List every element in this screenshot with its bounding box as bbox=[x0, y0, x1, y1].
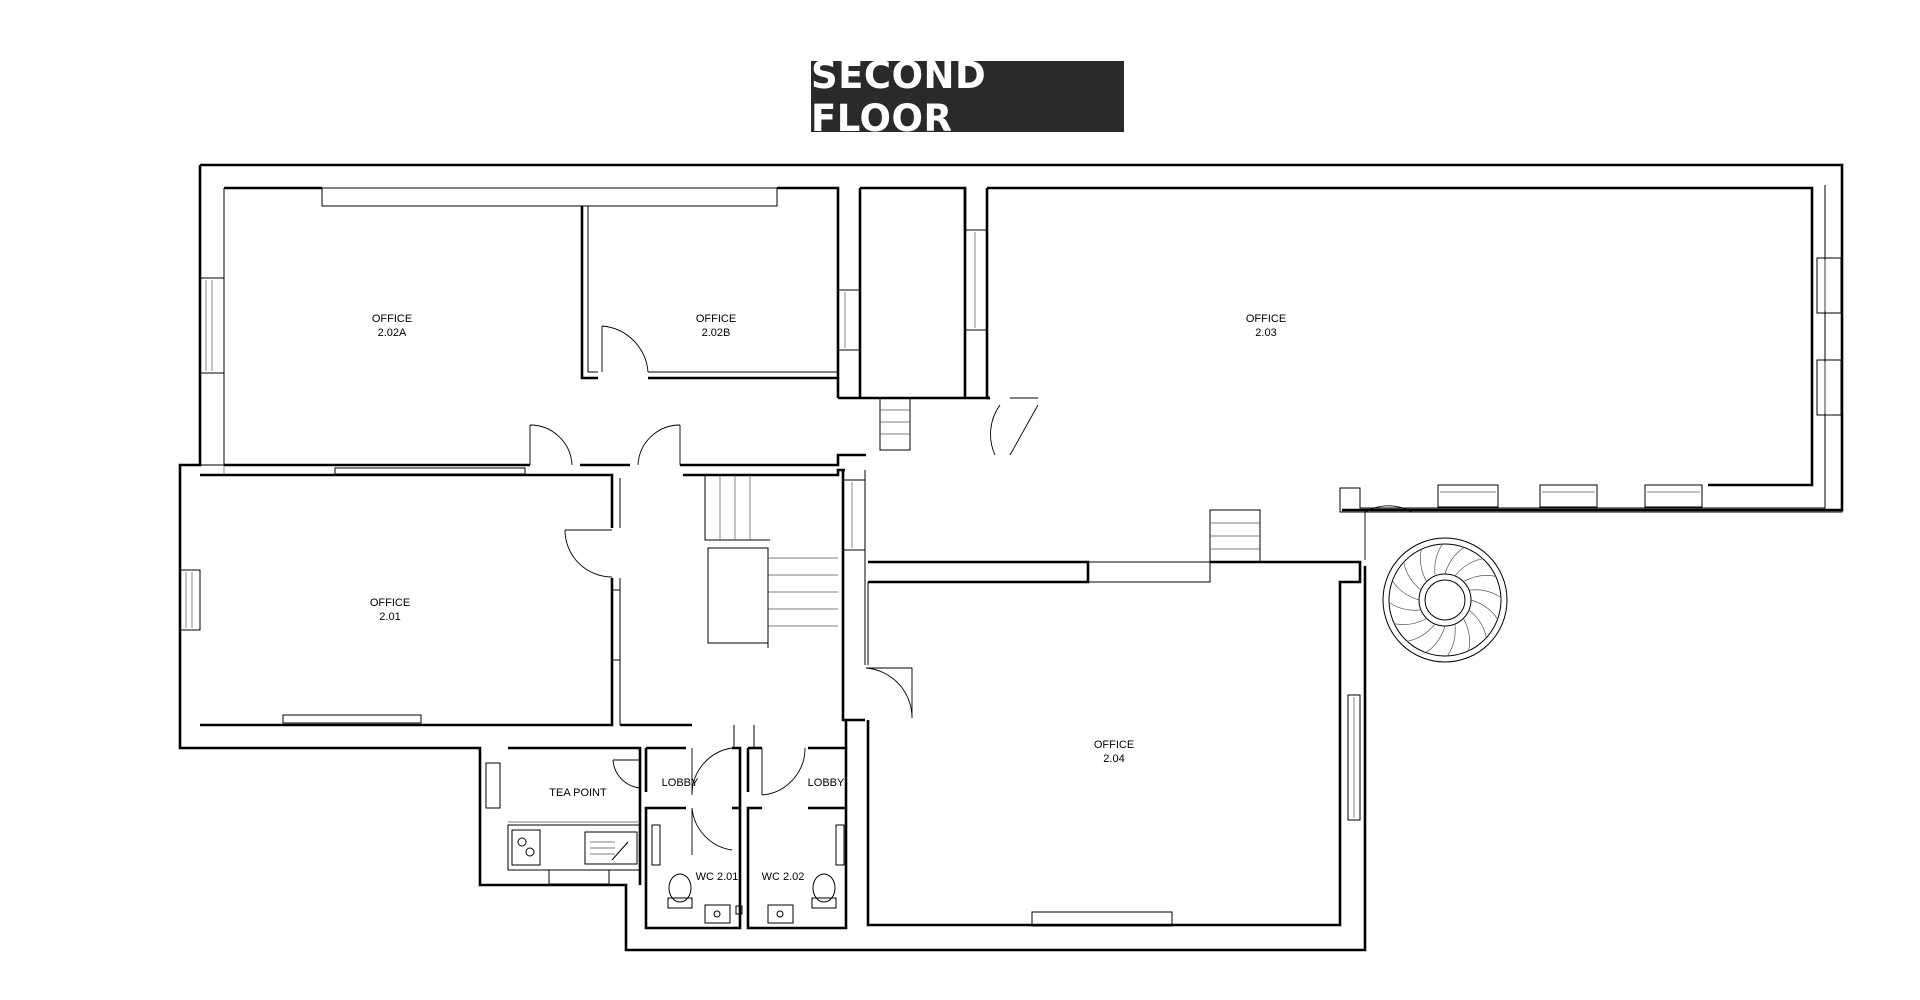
room-label-wc-202: WC 2.02 bbox=[762, 871, 805, 883]
service-rooms bbox=[507, 720, 848, 930]
spiral-tread bbox=[1434, 543, 1443, 577]
outer-walls bbox=[178, 163, 1844, 952]
windows bbox=[179, 187, 1842, 927]
spiral-tread bbox=[1463, 575, 1496, 582]
spiral-tread bbox=[1463, 618, 1470, 651]
spiral-tread bbox=[1403, 562, 1422, 591]
spiral-tread bbox=[1468, 589, 1502, 598]
room-label-lobby-1: LOBBY bbox=[662, 777, 699, 789]
room-label-wc-201: WC 2.01 bbox=[696, 871, 739, 883]
spiral-tread bbox=[1425, 625, 1446, 653]
room-label-office-202a: OFFICE bbox=[372, 313, 412, 325]
spiral-tread bbox=[1392, 580, 1420, 601]
spiral-tread bbox=[1447, 623, 1456, 657]
room-label-office-201: OFFICE bbox=[370, 597, 410, 609]
spiral-tread bbox=[1388, 602, 1422, 611]
room-number-office-202b: 2.02B bbox=[702, 327, 731, 339]
room-label-tea-point: TEA POINT bbox=[549, 787, 607, 799]
office-204-walls bbox=[866, 509, 1362, 927]
north-west-offices bbox=[224, 186, 990, 467]
room-number-office-203: 2.03 bbox=[1255, 327, 1276, 339]
spiral-tread bbox=[1407, 623, 1436, 642]
room-label-office-203: OFFICE bbox=[1246, 313, 1286, 325]
spiral-tread bbox=[1468, 609, 1487, 638]
floor-title: SECOND FLOOR bbox=[811, 54, 1124, 140]
spiral-stair bbox=[1382, 537, 1508, 663]
office-201-walls bbox=[200, 473, 692, 727]
room-number-office-202a: 2.02A bbox=[378, 327, 407, 339]
middle-rooms bbox=[858, 186, 1814, 487]
spiral-tread bbox=[1420, 549, 1427, 582]
room-number-office-201: 2.01 bbox=[379, 611, 400, 623]
doors bbox=[223, 325, 1413, 855]
stair-core bbox=[683, 468, 866, 722]
spiral-tread bbox=[1454, 558, 1483, 577]
room-label-office-204: OFFICE bbox=[1094, 739, 1134, 751]
room-label-office-202b: OFFICE bbox=[696, 313, 736, 325]
spiral-tread bbox=[1470, 599, 1498, 620]
room-number-office-204: 2.04 bbox=[1103, 753, 1124, 765]
room-labels: OFFICE 2.02A OFFICE 2.02B OFFICE 2.03 OF… bbox=[370, 313, 1286, 883]
spiral-tread bbox=[1394, 618, 1427, 625]
spiral-tread bbox=[1444, 547, 1465, 575]
room-label-lobby-2: LOBBY bbox=[808, 777, 845, 789]
